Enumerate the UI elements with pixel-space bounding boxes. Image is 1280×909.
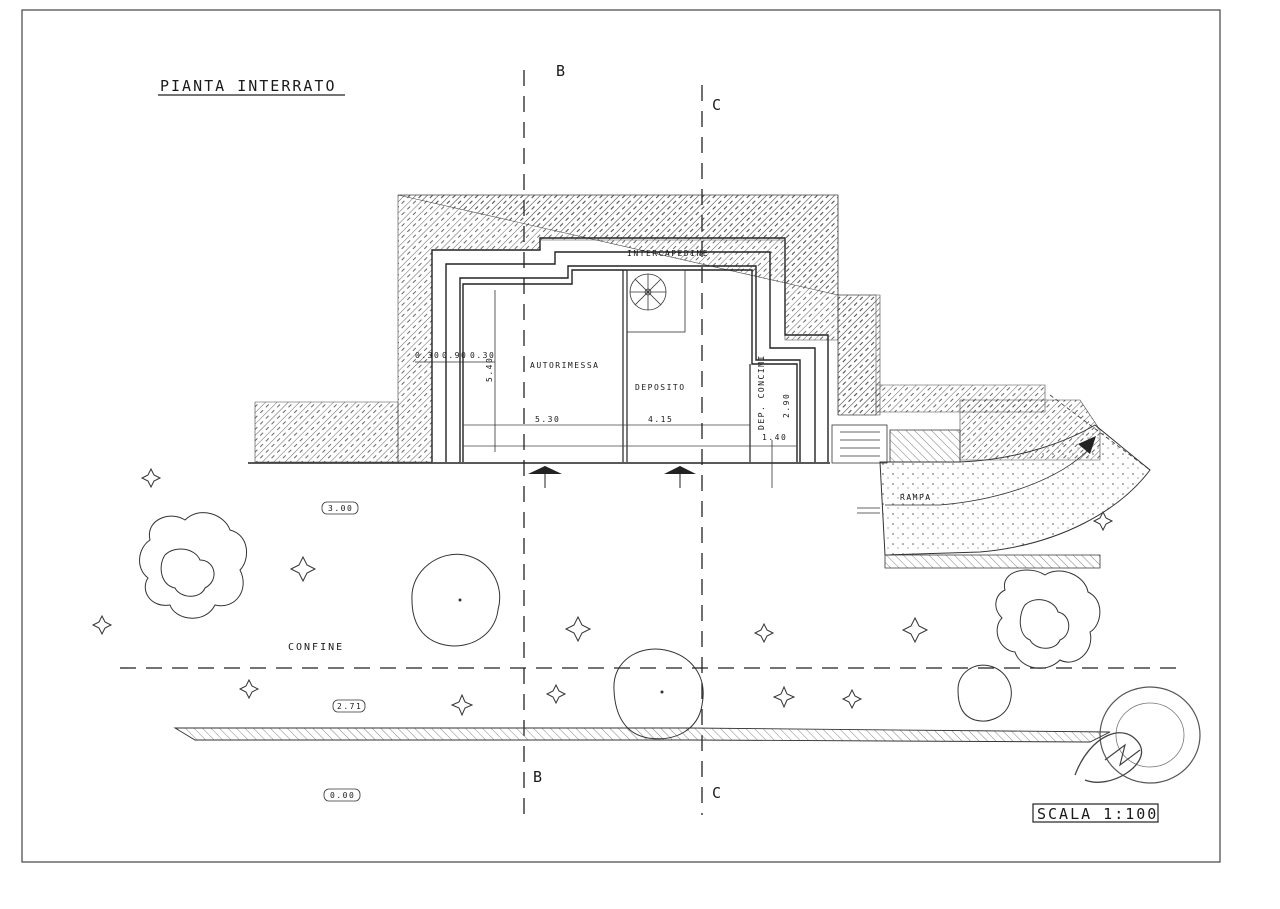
title-block: PIANTA INTERRATO [158,77,345,96]
tree-round-3 [957,664,1012,722]
spiral-stair [629,273,667,311]
tree-round-1 [411,553,501,647]
level-2-71: 2.71 [337,702,362,711]
sheet-border [21,9,1221,863]
dim-width-autorimessa: 5.30 [535,415,560,424]
tree-large-1 [139,512,248,619]
earth-hatching [254,194,1101,463]
confine-label: CONFINE [288,642,344,653]
section-label-b-bottom: B [533,768,544,786]
room-rampa: RAMPA [900,493,932,502]
tree-round-2 [613,648,704,740]
scale-label: SCALA 1:100 [1037,805,1158,823]
dim-wall-b: 0.30 [470,351,495,360]
section-label-c-top: C [712,96,723,114]
dim-depth: 5.40 [485,357,494,382]
dim-gap: 0.90 [442,351,467,360]
room-autorimessa: AUTORIMESSA [530,361,599,370]
dim-width-deposito: 4.15 [648,415,673,424]
drawing-title: PIANTA INTERRATO [160,77,337,95]
shrubs [91,467,1114,717]
room-deposito: DEPOSITO [635,383,686,392]
level-markers: 3.00 2.71 0.00 [321,501,366,802]
room-intercapedine: INTERCAPEDINE [627,249,709,258]
boundary-wall [173,727,1111,743]
dim-width-concimi: 1.40 [762,433,787,442]
level-0-00: 0.00 [330,791,355,800]
ramp: RAMPA [831,394,1151,569]
tree-large-2 [995,569,1101,669]
room-dep-concimi: DEP. CONCIMI [757,354,766,430]
stamp-seal [1074,686,1201,784]
dimensions: 0.30 0.90 0.30 5.40 5.30 4.15 2.90 1.40 [415,290,791,452]
dim-depth-concimi: 2.90 [782,393,791,418]
section-label-b-top: B [556,62,567,80]
scale-block: SCALA 1:100 [1032,803,1159,823]
dim-wall-a: 0.30 [415,351,440,360]
section-lines: B C B C [523,62,773,815]
section-label-c-bottom: C [712,784,723,802]
property-boundary: CONFINE [120,642,1180,669]
level-3-00: 3.00 [328,504,353,513]
